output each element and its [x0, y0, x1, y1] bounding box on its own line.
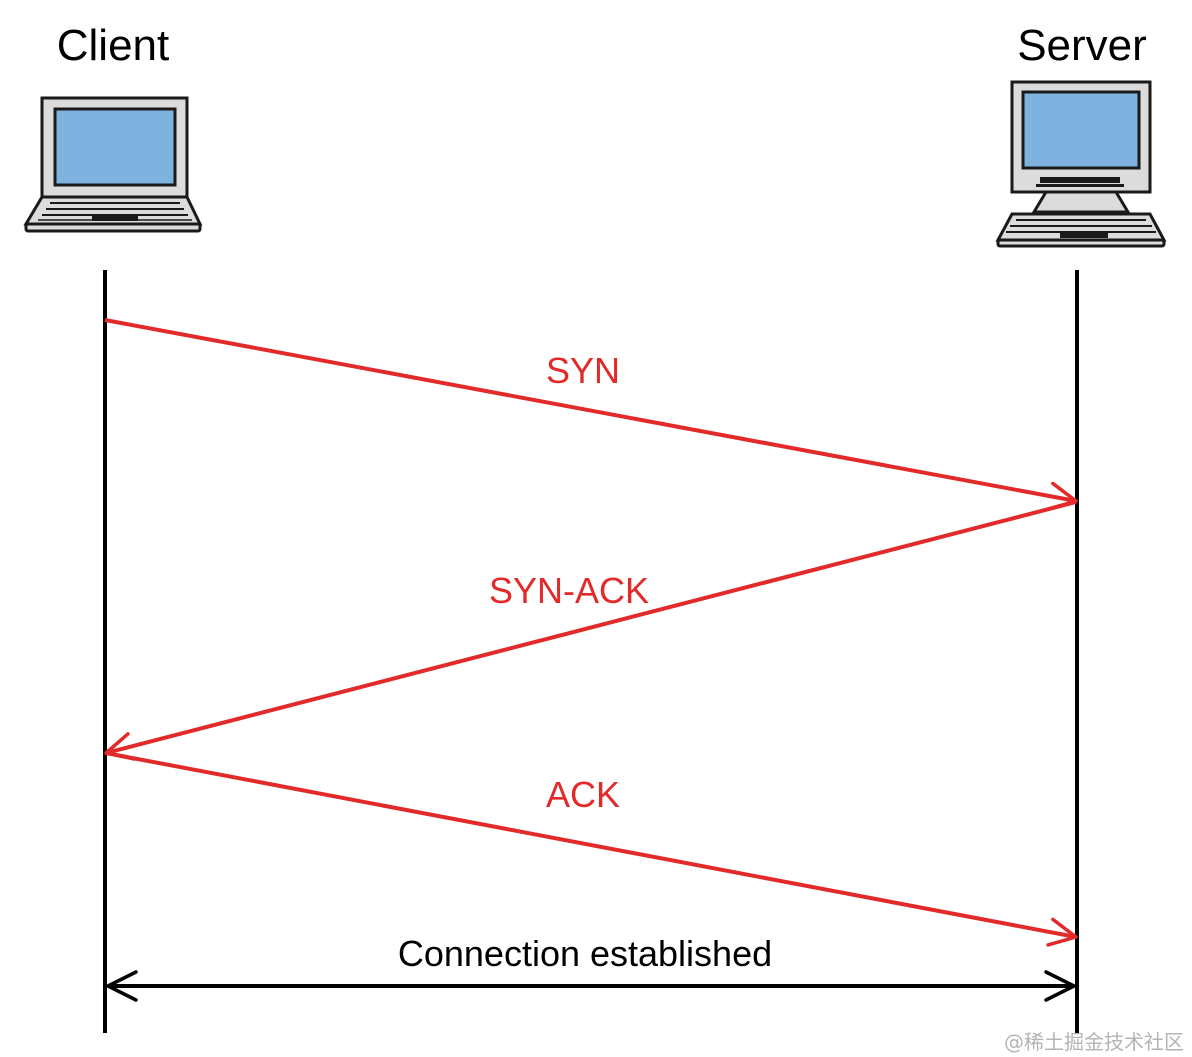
syn-label: SYN	[546, 350, 620, 391]
watermark-text: @稀土掘金技术社区	[1004, 1030, 1184, 1054]
syn-arrow	[104, 318, 1078, 511]
syn-ack-arrow	[104, 500, 1077, 761]
client-label: Client	[57, 21, 170, 70]
desktop-computer-icon	[995, 80, 1167, 248]
server-label: Server	[1017, 21, 1147, 70]
ack-arrow	[105, 751, 1078, 947]
ack-label: ACK	[546, 774, 620, 815]
laptop-icon	[23, 96, 203, 233]
connection-established-label: Connection established	[398, 933, 772, 974]
syn-ack-label: SYN-ACK	[489, 570, 649, 611]
